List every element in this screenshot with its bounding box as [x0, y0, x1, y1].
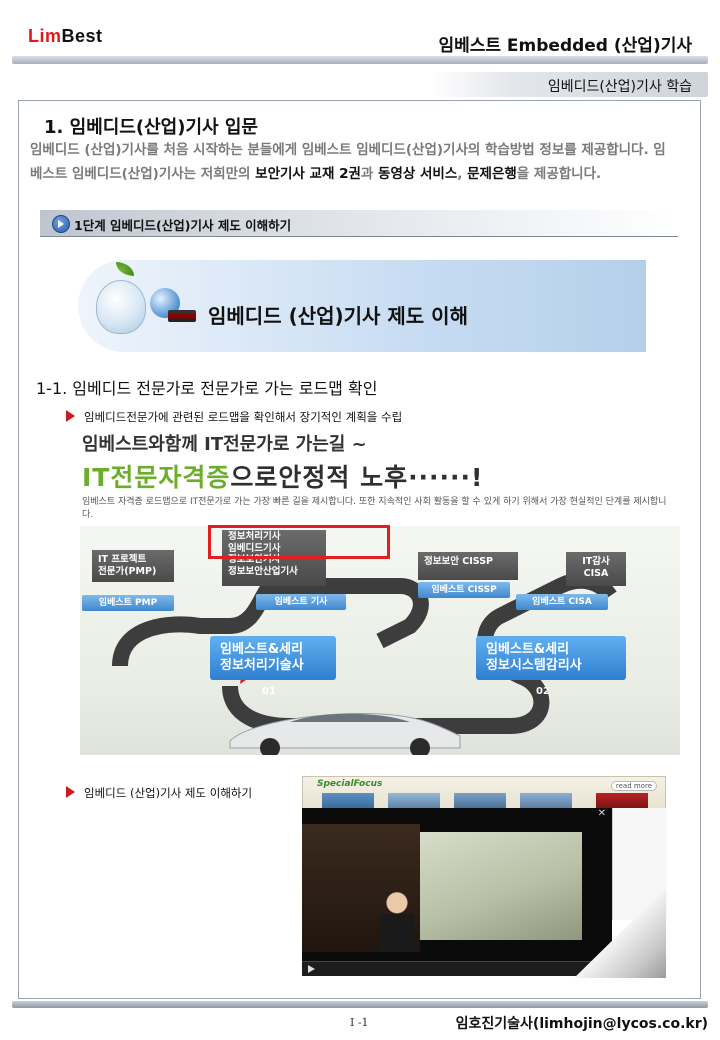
video-controls[interactable] — [302, 961, 612, 976]
pmp-box: IT 프로젝트 전문가(PMP) — [92, 550, 174, 582]
roadmap-description: 임베스트 자격증 로드맵으로 IT전문가로 가는 가장 빠른 길을 제시합니다.… — [82, 497, 667, 520]
read-more-button[interactable]: read more — [610, 781, 657, 791]
car-illustration — [229, 713, 461, 755]
desc-part3: , — [457, 166, 468, 182]
step1-label: 1단계 임베디드(산업)기사 제도 이해하기 — [74, 218, 292, 233]
road-path-left — [112, 578, 429, 667]
roadmap-bullet-text: 임베디드전문가에 관련된 로드맵을 확인해서 장기적인 계획을 수립 — [84, 410, 403, 424]
professional-engineer-box: 임베스트&세리 정보처리기술사 — [210, 636, 336, 680]
chapter-title: 임베디드(산업)기사 학습 — [547, 79, 692, 95]
desc-part1: 임베디드 (산업)기사를 처음 시작하는 분들에게 임베스트 임베디드(산업)기… — [30, 142, 666, 182]
video-close-icon[interactable]: ✕ — [597, 808, 606, 819]
desc-bold-books: 보안기사 교재 2권 — [255, 166, 361, 182]
lightbulb-icon — [96, 280, 146, 334]
play-icon[interactable] — [308, 965, 315, 973]
footer-divider — [12, 1001, 708, 1008]
roadmap-slogan-rest: 으로안정적 노후······! — [230, 463, 484, 492]
bullet-arrow-icon-2 — [66, 786, 75, 798]
chapter-banner: 임베디드(산업)기사 학습 — [430, 72, 708, 97]
special-focus-label: SpecialFocus — [317, 779, 383, 789]
cisa-box: IT감사 CISA — [566, 552, 626, 586]
page-number: I -1 — [350, 1016, 369, 1029]
header-divider — [12, 56, 708, 64]
step-number-01: 01 — [262, 686, 276, 697]
lecture-video-preview: SpecialFocus read more ✕ — [302, 776, 667, 978]
section-title: 1. 임베디드(산업)기사 입문 — [44, 117, 258, 138]
bullet-arrow-icon — [66, 410, 75, 422]
section-description: 임베디드 (산업)기사를 처음 시작하는 분들에게 임베스트 임베디드(산업)기… — [30, 138, 670, 186]
desc-part2: 과 — [360, 166, 379, 182]
play-circle-icon — [52, 215, 70, 233]
cisa-tag: 임베스트 CISA — [516, 594, 608, 610]
books-icon — [168, 310, 196, 322]
roadmap-infographic: 임베스트와함께 IT전문가로 가는길 ~ IT전문자격증으로안정적 노후····… — [80, 430, 680, 755]
cissp-tag: 임베스트 CISSP — [418, 582, 510, 598]
roadmap-section-title: 1-1. 임베디드 전문가로 전문가로 가는 로드맵 확인 — [36, 379, 378, 398]
video-bullet-text: 임베디드 (산업)기사 제도 이해하기 — [84, 786, 253, 800]
projector-screen — [420, 832, 582, 940]
roadmap-slogan: IT전문자격증으로안정적 노후······! — [82, 458, 483, 494]
video-player[interactable]: ✕ — [302, 808, 612, 976]
author-credit: 임호진기술사(limhojin@lycos.co.kr) — [455, 1016, 708, 1032]
desc-bold-questions: 문제은행 — [467, 166, 517, 182]
step-number-02: 02 — [536, 686, 550, 697]
desc-part4: 을 제공합니다. — [516, 166, 602, 182]
side-ad-panel — [612, 808, 667, 920]
logo-best: Best — [61, 26, 103, 46]
step1-bar: 1단계 임베디드(산업)기사 제도 이해하기 — [40, 210, 678, 237]
document-title: 임베스트 Embedded (산업)기사 — [438, 36, 692, 56]
pmp-tag: 임베스트 PMP — [82, 595, 174, 611]
banner-title: 임베디드 (산업)기사 제도 이해 — [208, 304, 468, 328]
highlight-red-frame — [208, 525, 390, 559]
logo-lim: Lim — [28, 26, 62, 46]
desc-bold-video: 동영상 서비스 — [378, 166, 458, 182]
roadmap-slogan-green: IT전문자격증 — [82, 463, 231, 492]
cissp-box: 정보보안 CISSP — [418, 552, 518, 580]
highlight-box-text: 정보처리기사 임베디드기사 — [228, 531, 281, 554]
lecturer — [380, 892, 414, 952]
limbest-logo: LimBest — [28, 26, 103, 47]
roadmap-heading: 임베스트와함께 IT전문가로 가는길 ~ — [82, 434, 367, 455]
auditor-box: 임베스트&세리 정보시스템감리사 — [476, 636, 626, 680]
system-banner: 임베디드 (산업)기사 제도 이해 — [78, 258, 646, 352]
security-tag: 임베스트 기사 — [256, 594, 346, 610]
